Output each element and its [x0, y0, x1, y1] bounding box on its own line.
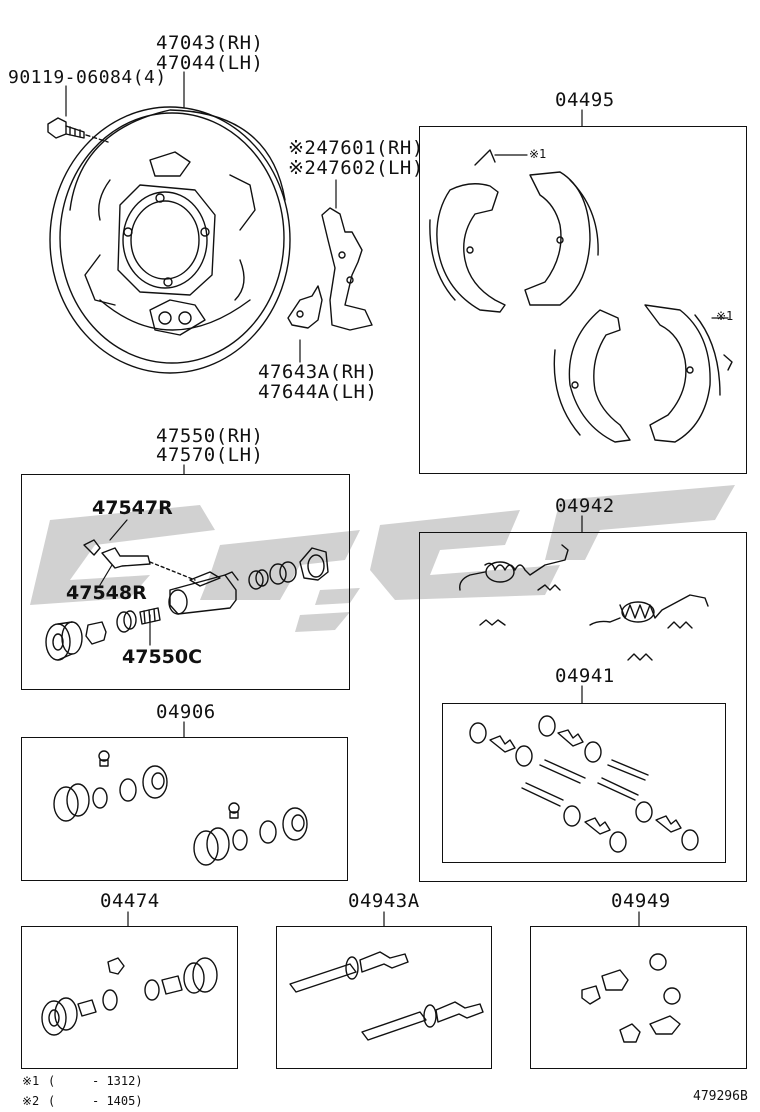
backing-plate-rh-label: 47043(RH)	[156, 32, 264, 54]
spring-kit-04942-drawing	[459, 544, 709, 661]
kit-04941-box	[442, 703, 726, 863]
footnote1-range: - 1312)	[92, 1074, 143, 1088]
kit-04906-box	[21, 737, 348, 881]
footnote2-paren: (	[48, 1094, 56, 1108]
kit-04943a-label: 04943A	[348, 890, 420, 912]
bolt-label: 90119-06084(4)	[8, 67, 167, 88]
kit-04942-label: 04942	[555, 495, 615, 517]
bleeder-cap-label: 47548R	[66, 582, 147, 604]
shoe-kit-label: 04495	[555, 89, 615, 111]
kit-04942-box	[419, 532, 747, 882]
kit-04906-drawing	[53, 750, 308, 866]
footnote1-mark: ※1	[22, 1074, 40, 1088]
kit-04474-box	[21, 926, 238, 1069]
shoe-mark-1: ※1	[529, 147, 547, 161]
kit-04943a-drawing	[289, 951, 484, 1041]
kit-04949-box	[530, 926, 747, 1069]
kit-04941-label: 04941	[555, 665, 615, 687]
kit-04941-drawing	[469, 715, 699, 853]
cylinder-kit-part-label: 47550C	[122, 646, 203, 668]
diagram-code: 479296B	[693, 1089, 748, 1104]
strut-rh-label: 47643A(RH)	[258, 361, 378, 383]
kit-04906-label: 04906	[156, 701, 216, 723]
kit-04474-drawing	[41, 957, 218, 1036]
footnote2-range: - 1405)	[92, 1094, 143, 1108]
strut-drawing	[287, 285, 323, 329]
bolt-drawing	[47, 117, 109, 143]
wheel-cylinder-drawing	[45, 539, 329, 661]
cylinder-rh-label: 47550(RH)	[156, 425, 264, 447]
bleeder-label: 47547R	[92, 497, 173, 519]
cylinder-lh-label: 47570(LH)	[156, 444, 264, 466]
footnote2-mark: ※2	[22, 1094, 40, 1108]
lever-lh-label: ※247602(LH)	[288, 157, 424, 179]
kit-04474-label: 04474	[100, 890, 160, 912]
wheel-cylinder-box	[21, 474, 350, 690]
strut-lh-label: 47644A(LH)	[258, 381, 378, 403]
backing-plate-drawing	[49, 106, 291, 374]
footnote1-paren: (	[48, 1074, 56, 1088]
kit-04949-drawing	[581, 953, 681, 1043]
kit-04949-label: 04949	[611, 890, 671, 912]
backing-plate-lh-label: 47044(LH)	[156, 52, 264, 74]
lever-rh-label: ※247601(RH)	[288, 137, 424, 159]
shoe-mark-2: ※1	[716, 309, 734, 323]
shoe-kit-box	[419, 126, 747, 474]
brake-shoes-drawing	[429, 149, 733, 443]
parking-lever-drawing	[321, 207, 373, 331]
